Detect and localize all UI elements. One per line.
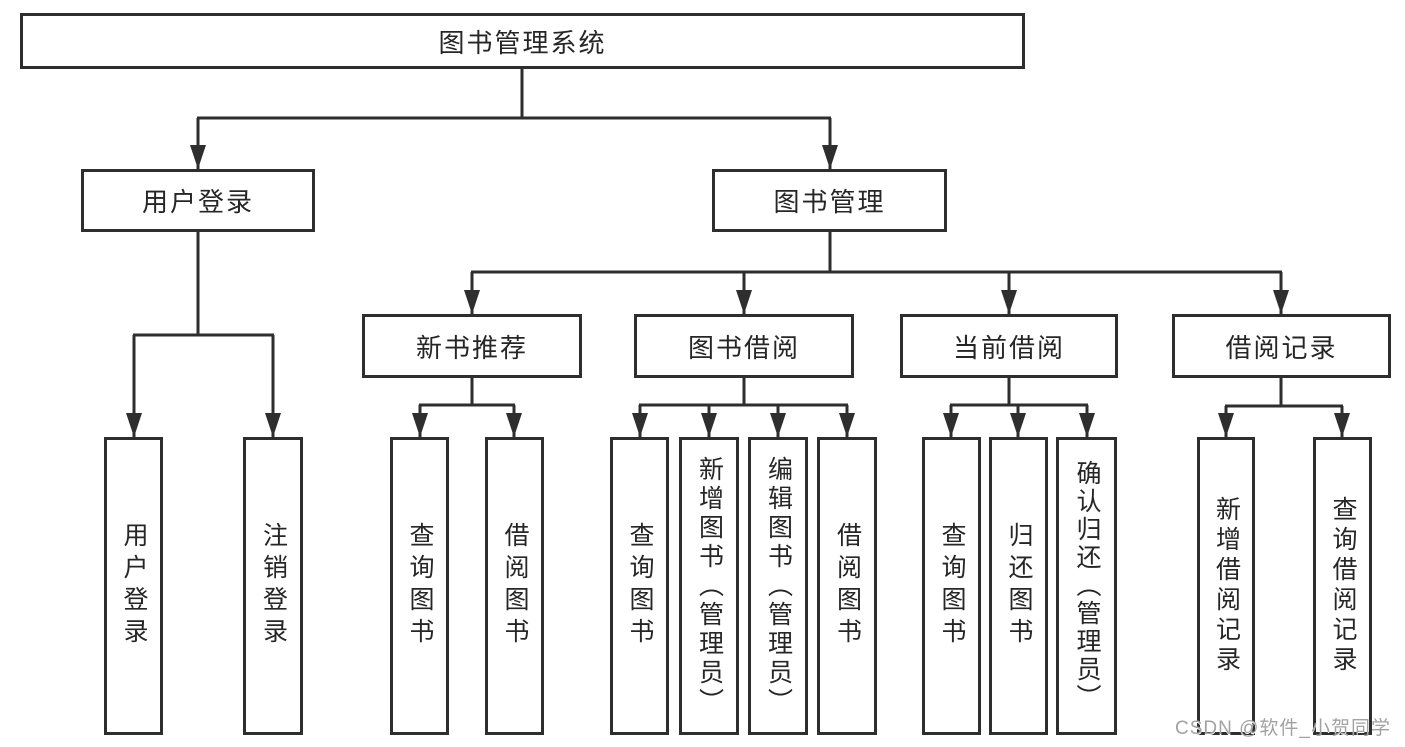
- node-current-borrowing: 当前借阅: [900, 314, 1118, 378]
- leaf-borrow-books-borrowing: 借阅图书: [817, 437, 877, 735]
- leaf-add-borrow-record: 新增借阅记录: [1197, 437, 1255, 735]
- node-root: 图书管理系统: [20, 13, 1025, 69]
- leaf-logout: 注销登录: [243, 437, 303, 735]
- connector-root-skeleton: [197, 69, 831, 120]
- node-new-book-recommendation: 新书推荐: [362, 314, 582, 378]
- node-borrowing-records: 借阅记录: [1172, 314, 1391, 378]
- leaf-query-borrow-record: 查询借阅记录: [1313, 437, 1372, 735]
- leaf-add-books-admin: 新增图书（管理员）: [679, 437, 739, 735]
- leaf-borrow-books-recommend: 借阅图书: [485, 437, 544, 735]
- node-book-management: 图书管理: [712, 169, 947, 232]
- node-user-login: 用户登录: [81, 169, 315, 232]
- connector-recommend-skeleton: [419, 378, 515, 407]
- connector-current-skeleton: [950, 378, 1088, 407]
- connector-bookmgmt-skeleton: [471, 232, 1282, 274]
- leaf-return-books: 归还图书: [989, 437, 1048, 735]
- connector-borrowing-skeleton: [639, 378, 848, 407]
- connector-records-skeleton: [1225, 378, 1343, 408]
- leaf-user-login: 用户登录: [104, 437, 163, 735]
- leaf-query-books-borrowing: 查询图书: [610, 437, 669, 735]
- leaf-query-books-current: 查询图书: [922, 437, 981, 735]
- leaf-confirm-return-admin: 确认归还（管理员）: [1056, 437, 1117, 735]
- csdn-watermark: CSDN @软件_小贺同学: [1175, 718, 1391, 739]
- connector-userlogin-skeleton: [133, 232, 274, 337]
- leaf-query-books-recommend: 查询图书: [390, 437, 449, 735]
- leaf-edit-books-admin: 编辑图书（管理员）: [748, 437, 808, 735]
- node-book-borrowing: 图书借阅: [634, 314, 854, 378]
